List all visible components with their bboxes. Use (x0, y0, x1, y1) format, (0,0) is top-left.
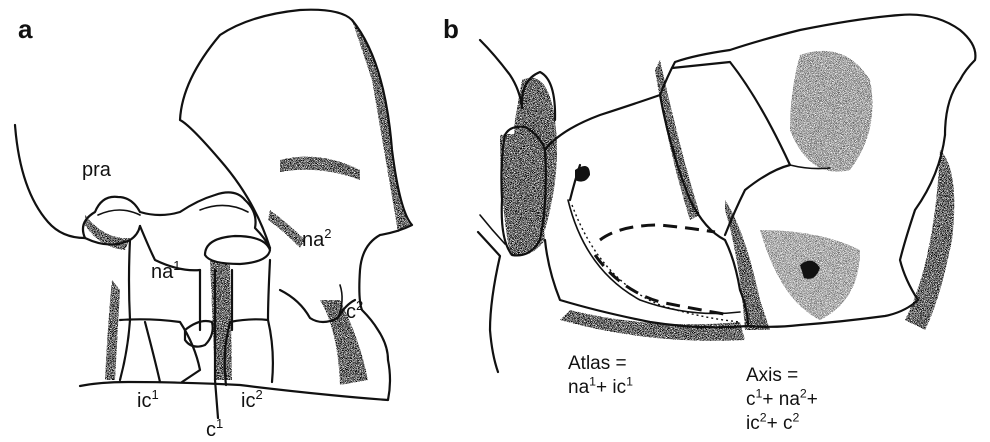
label-pra: pra (82, 160, 111, 180)
caption-atlas: Atlas = na1+ ic1 (568, 352, 633, 400)
panel-b-drawing (478, 15, 975, 372)
caption-axis-line3: ic2+ c2 (746, 412, 818, 436)
label-na1: na1 (151, 262, 180, 282)
panel-label-a: a (18, 16, 32, 42)
label-c2: c2 (346, 302, 363, 322)
caption-axis-line2: c1+ na2+ (746, 388, 818, 412)
caption-axis: Axis = c1+ na2+ ic2+ c2 (746, 364, 818, 435)
panel-a-drawing (15, 10, 412, 418)
caption-atlas-line1: Atlas = (568, 352, 633, 376)
panel-label-b: b (443, 16, 459, 42)
caption-axis-line1: Axis = (746, 364, 818, 388)
caption-atlas-line2: na1+ ic1 (568, 376, 633, 400)
label-c1: c1 (206, 420, 223, 440)
label-ic2: ic2 (241, 391, 263, 411)
label-na2: na2 (302, 230, 331, 250)
label-ic1: ic1 (137, 391, 159, 411)
